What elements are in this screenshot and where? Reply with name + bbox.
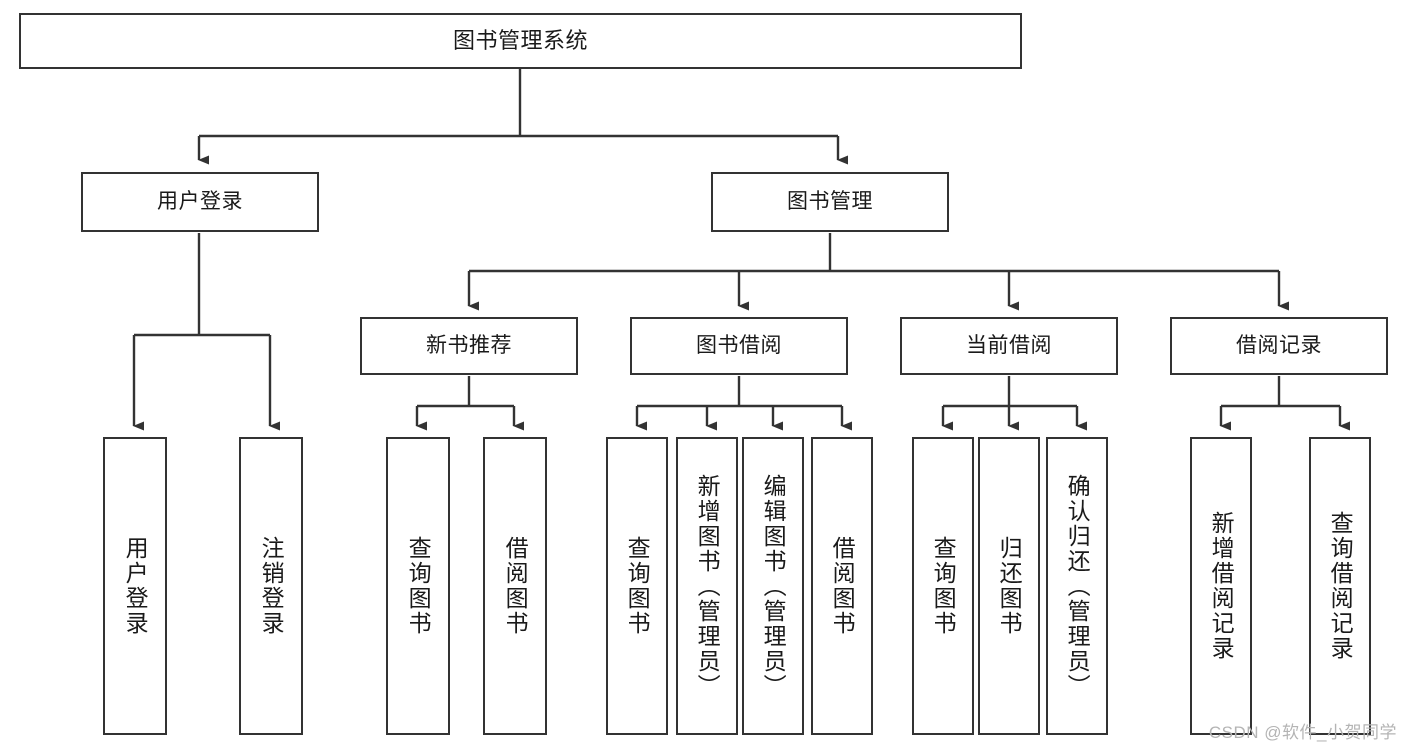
node-user-login[interactable]: 用户登录 — [81, 172, 319, 232]
node-book-management[interactable]: 图书管理 — [711, 172, 949, 232]
leaf-current-confirm-return-admin[interactable]: 确认归还（管理员） — [1046, 437, 1108, 735]
node-label: 新增图书（管理员） — [694, 473, 721, 699]
node-label: 图书管理系统 — [452, 28, 588, 54]
node-label: 确认归还（管理员） — [1064, 473, 1091, 699]
node-label: 借阅图书 — [502, 536, 529, 636]
leaf-record-add-record[interactable]: 新增借阅记录 — [1190, 437, 1252, 735]
leaf-recommend-borrow-book[interactable]: 借阅图书 — [483, 437, 547, 735]
leaf-user-logout[interactable]: 注销登录 — [239, 437, 303, 735]
leaf-user-login[interactable]: 用户登录 — [103, 437, 167, 735]
node-label: 用户登录 — [157, 189, 243, 213]
leaf-borrow-add-book-admin[interactable]: 新增图书（管理员） — [676, 437, 738, 735]
node-label: 当前借阅 — [966, 333, 1052, 357]
node-label: 图书借阅 — [696, 333, 782, 357]
leaf-recommend-query-book[interactable]: 查询图书 — [386, 437, 450, 735]
node-label: 查询图书 — [405, 536, 432, 636]
node-label: 新书推荐 — [426, 333, 512, 357]
node-label: 用户登录 — [122, 536, 149, 636]
node-label: 图书管理 — [787, 189, 873, 213]
node-label: 注销登录 — [258, 536, 285, 636]
node-label: 新增借阅记录 — [1208, 511, 1235, 661]
node-label: 借阅记录 — [1236, 333, 1322, 357]
leaf-record-query-record[interactable]: 查询借阅记录 — [1309, 437, 1371, 735]
leaf-borrow-borrow-book[interactable]: 借阅图书 — [811, 437, 873, 735]
leaf-current-return-book[interactable]: 归还图书 — [978, 437, 1040, 735]
leaf-borrow-edit-book-admin[interactable]: 编辑图书（管理员） — [742, 437, 804, 735]
node-label: 查询图书 — [624, 536, 651, 636]
node-new-book-recommend[interactable]: 新书推荐 — [360, 317, 578, 375]
leaf-borrow-query-book[interactable]: 查询图书 — [606, 437, 668, 735]
node-label: 编辑图书（管理员） — [760, 473, 787, 699]
node-borrow-record[interactable]: 借阅记录 — [1170, 317, 1388, 375]
node-label: 查询借阅记录 — [1327, 511, 1354, 661]
leaf-current-query-book[interactable]: 查询图书 — [912, 437, 974, 735]
node-current-borrow[interactable]: 当前借阅 — [900, 317, 1118, 375]
node-label: 归还图书 — [996, 536, 1023, 636]
node-root-system[interactable]: 图书管理系统 — [19, 13, 1022, 69]
watermark-text: CSDN @软件_小贺同学 — [1208, 723, 1397, 742]
node-label: 查询图书 — [930, 536, 957, 636]
node-label: 借阅图书 — [829, 536, 856, 636]
node-book-borrow[interactable]: 图书借阅 — [630, 317, 848, 375]
